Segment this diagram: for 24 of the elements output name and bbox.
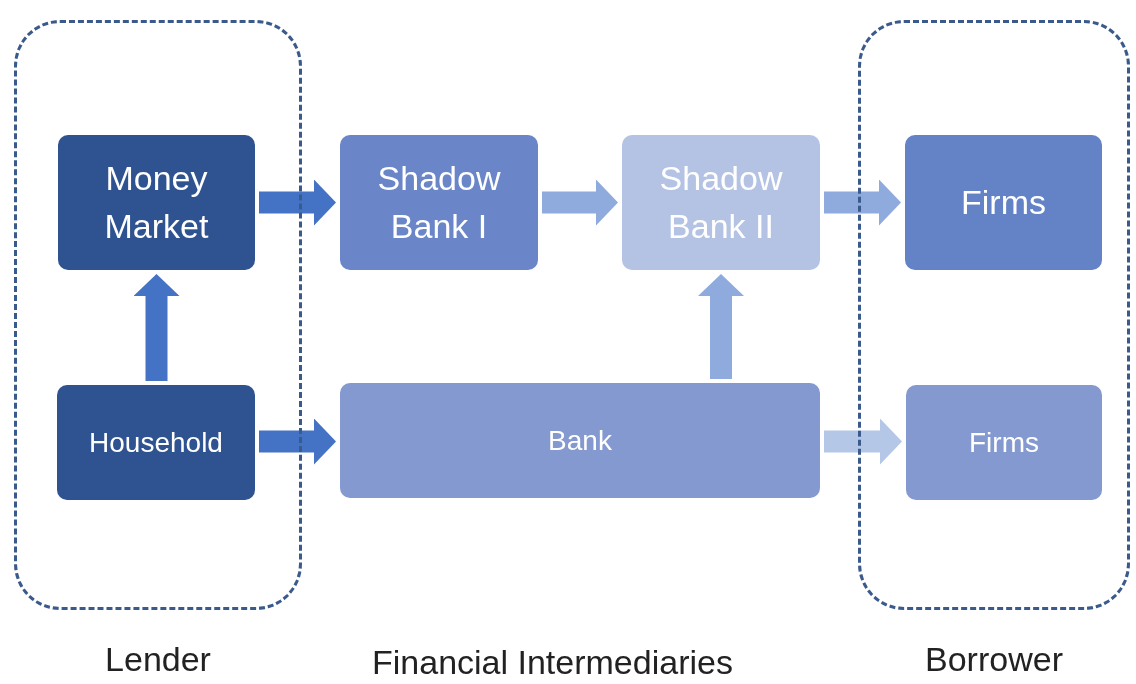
block-arrow: [698, 274, 744, 379]
block-arrow: [542, 179, 618, 226]
process-box: [57, 385, 255, 500]
block-arrow: [259, 179, 336, 226]
block-arrow: [824, 418, 902, 465]
process-box: [340, 135, 538, 270]
node-label: Firms: [961, 181, 1046, 223]
node-label: Shadow Bank I: [376, 157, 502, 247]
node-label: Bank: [548, 423, 612, 458]
process-box: [58, 135, 255, 270]
block-arrow: [259, 418, 336, 465]
block-arrow: [133, 274, 180, 381]
group-label: Borrower: [924, 641, 1064, 679]
process-box: [622, 135, 820, 270]
process-box: [906, 385, 1102, 500]
process-box: [340, 383, 820, 498]
node-label: Household: [89, 425, 223, 460]
block-arrow: [824, 179, 901, 226]
node-label: Shadow Bank II: [658, 157, 784, 247]
section-label: Financial Intermediaries: [372, 644, 733, 682]
process-box: [905, 135, 1102, 270]
node-label: Money Market: [103, 157, 210, 247]
node-label: Firms: [969, 425, 1039, 460]
group-label: Lender: [104, 641, 212, 679]
